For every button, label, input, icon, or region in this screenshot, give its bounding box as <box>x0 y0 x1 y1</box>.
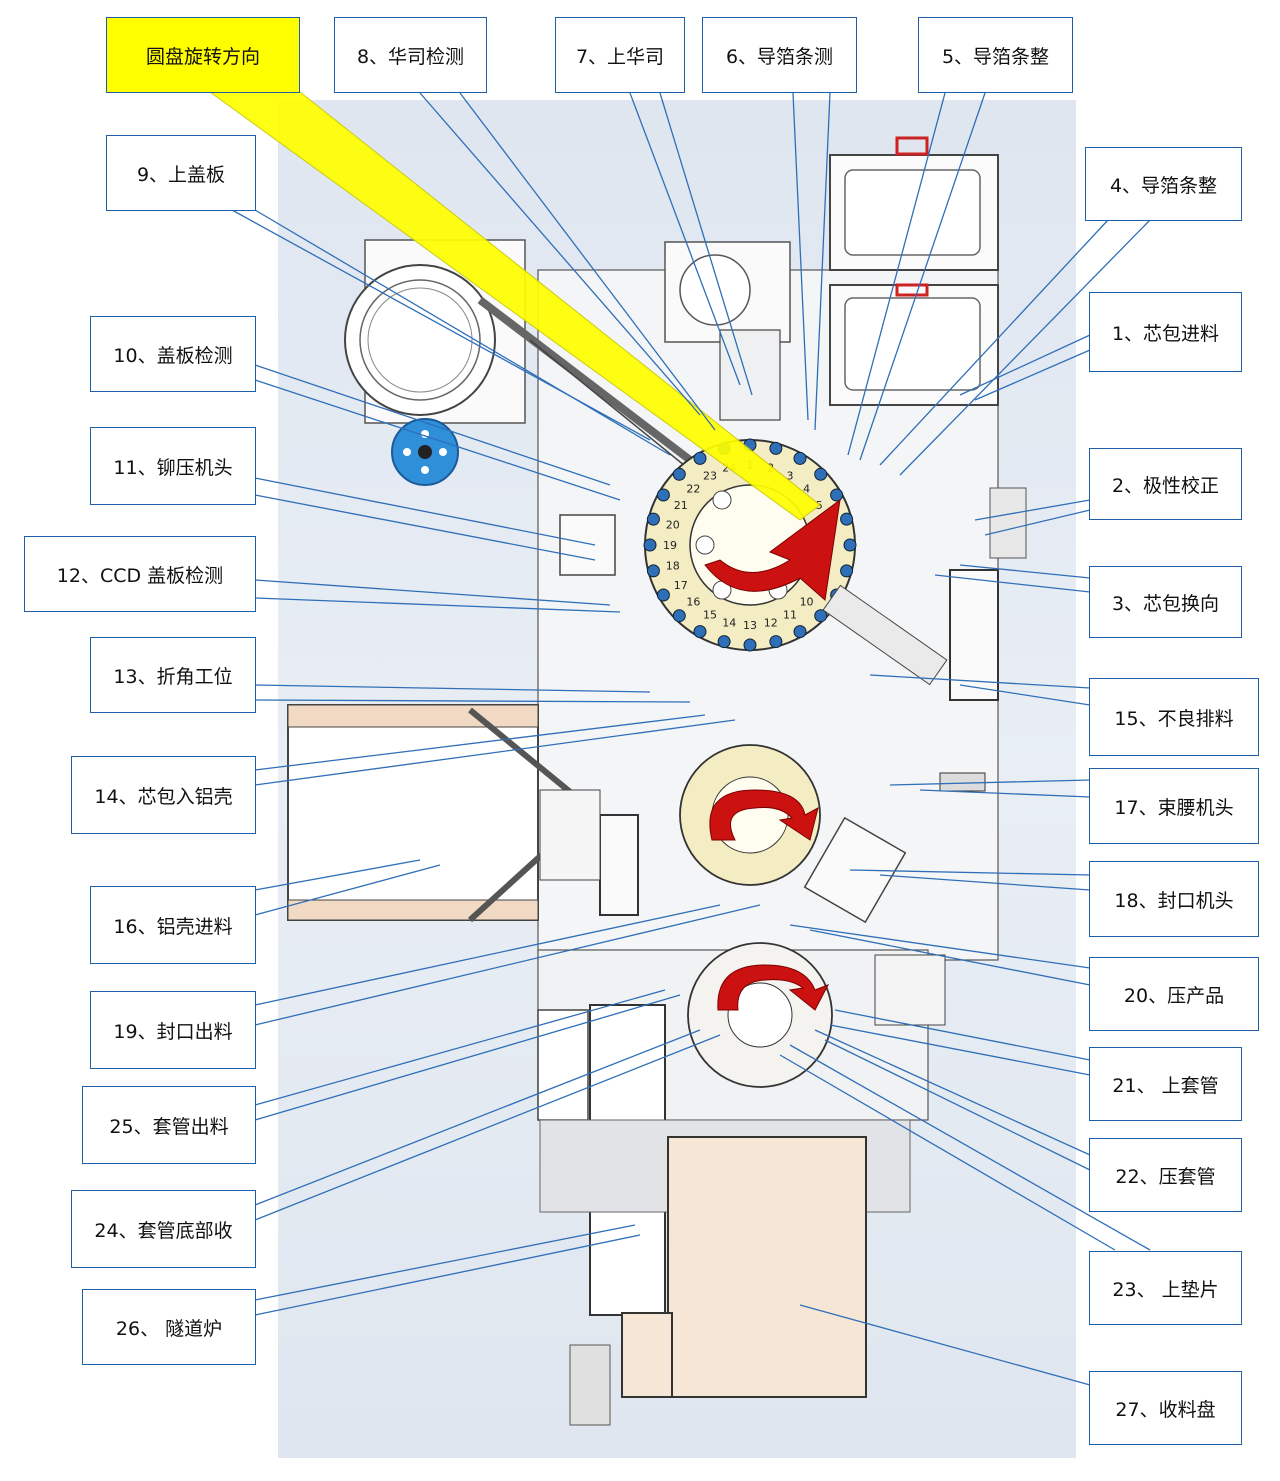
output-tray <box>667 1136 867 1398</box>
callout-tunnel-oven: 26、 隧道炉 <box>82 1289 256 1365</box>
callout-foil-straighten-5: 5、导箔条整 <box>918 17 1073 93</box>
dial-station <box>656 488 670 502</box>
rotation-arrow-main <box>704 498 841 601</box>
dial-station <box>672 609 686 623</box>
callout-press-sleeve: 22、压套管 <box>1089 1138 1242 1212</box>
dial-number-label: 14 <box>722 616 736 629</box>
callout-waist-head: 17、束腰机头 <box>1089 768 1259 844</box>
callout-spacer-load: 23、 上垫片 <box>1089 1251 1242 1325</box>
callout-ccd-check: 12、CCD 盖板检测 <box>24 536 256 612</box>
callout-sleeve-output: 25、套管出料 <box>82 1086 256 1164</box>
dial-station <box>643 538 657 552</box>
dial-station <box>769 441 783 455</box>
dial-number-label: 17 <box>674 579 688 592</box>
callout-press-product: 20、压产品 <box>1089 957 1259 1031</box>
dial-number-label: 3 <box>787 470 794 483</box>
dial-station <box>672 467 686 481</box>
callout-top-cover: 9、上盖板 <box>106 135 256 211</box>
dial-number-label: 15 <box>703 608 717 621</box>
dial-station <box>769 635 783 649</box>
callout-core-turn: 3、芯包换向 <box>1089 566 1242 638</box>
dial-number-label: 22 <box>686 482 700 495</box>
dial-number-label: 20 <box>666 518 680 531</box>
dial-station <box>840 512 854 526</box>
callout-washer-load: 7、上华司 <box>555 17 685 93</box>
callout-rivet-head: 11、铆压机头 <box>90 427 256 505</box>
dial-station <box>830 488 844 502</box>
callout-reject-discharge: 15、不良排料 <box>1089 678 1259 756</box>
bowl-feeder <box>344 264 496 416</box>
dial-number-label: 18 <box>666 560 680 573</box>
dial-station <box>743 638 757 652</box>
callout-core-into-shell: 14、芯包入铝壳 <box>71 756 256 834</box>
dial-number-label: 21 <box>674 499 688 512</box>
callout-polarity: 2、极性校正 <box>1089 448 1242 520</box>
dial-station <box>693 625 707 639</box>
callout-cover-check: 10、盖板检测 <box>90 316 256 392</box>
dial-number-label: 4 <box>803 482 810 495</box>
dial-station <box>793 625 807 639</box>
callout-sleeve-load: 21、 上套管 <box>1089 1047 1242 1121</box>
callout-shell-feed: 16、铝壳进料 <box>90 886 256 964</box>
leader-lines <box>231 92 1151 1386</box>
dial-number-label: 11 <box>783 608 797 621</box>
callout-wafer-check: 8、华司检测 <box>334 17 487 93</box>
callout-fold-station: 13、折角工位 <box>90 637 256 713</box>
rotation-arrow-second <box>709 789 819 841</box>
dial-station <box>840 564 854 578</box>
dial-station <box>717 635 731 649</box>
callout-foil-measure: 6、导箔条测 <box>702 17 857 93</box>
dial-station <box>843 538 857 552</box>
dial-number-label: 13 <box>743 619 757 632</box>
dial-station <box>646 512 660 526</box>
dial-number-label: 16 <box>686 596 700 609</box>
dial-station <box>814 609 828 623</box>
dial-number-label: 12 <box>764 616 778 629</box>
dial-station <box>646 564 660 578</box>
rotation-arrow-third <box>717 964 830 1011</box>
sleeve-chute <box>537 1009 589 1121</box>
callout-core-feed: 1、芯包进料 <box>1089 292 1242 372</box>
dial-station <box>793 451 807 465</box>
dial-number-label: 19 <box>663 539 677 552</box>
dial-number-label: 10 <box>800 596 814 609</box>
dial-stations <box>643 438 857 652</box>
callout-sleeve-bottom-shrink: 24、套管底部收 <box>71 1190 256 1268</box>
dial-station <box>656 588 670 602</box>
callout-foil-straighten-4: 4、导箔条整 <box>1085 147 1242 221</box>
dial-number-label: 23 <box>703 470 717 483</box>
dial-station <box>814 467 828 481</box>
rotation-direction-label: 圆盘旋转方向 <box>106 17 300 93</box>
dial-station <box>693 451 707 465</box>
callout-collection-tray: 27、收料盘 <box>1089 1371 1242 1445</box>
callout-seal-output: 19、封口出料 <box>90 991 256 1069</box>
callout-seal-head: 18、封口机头 <box>1089 861 1259 937</box>
